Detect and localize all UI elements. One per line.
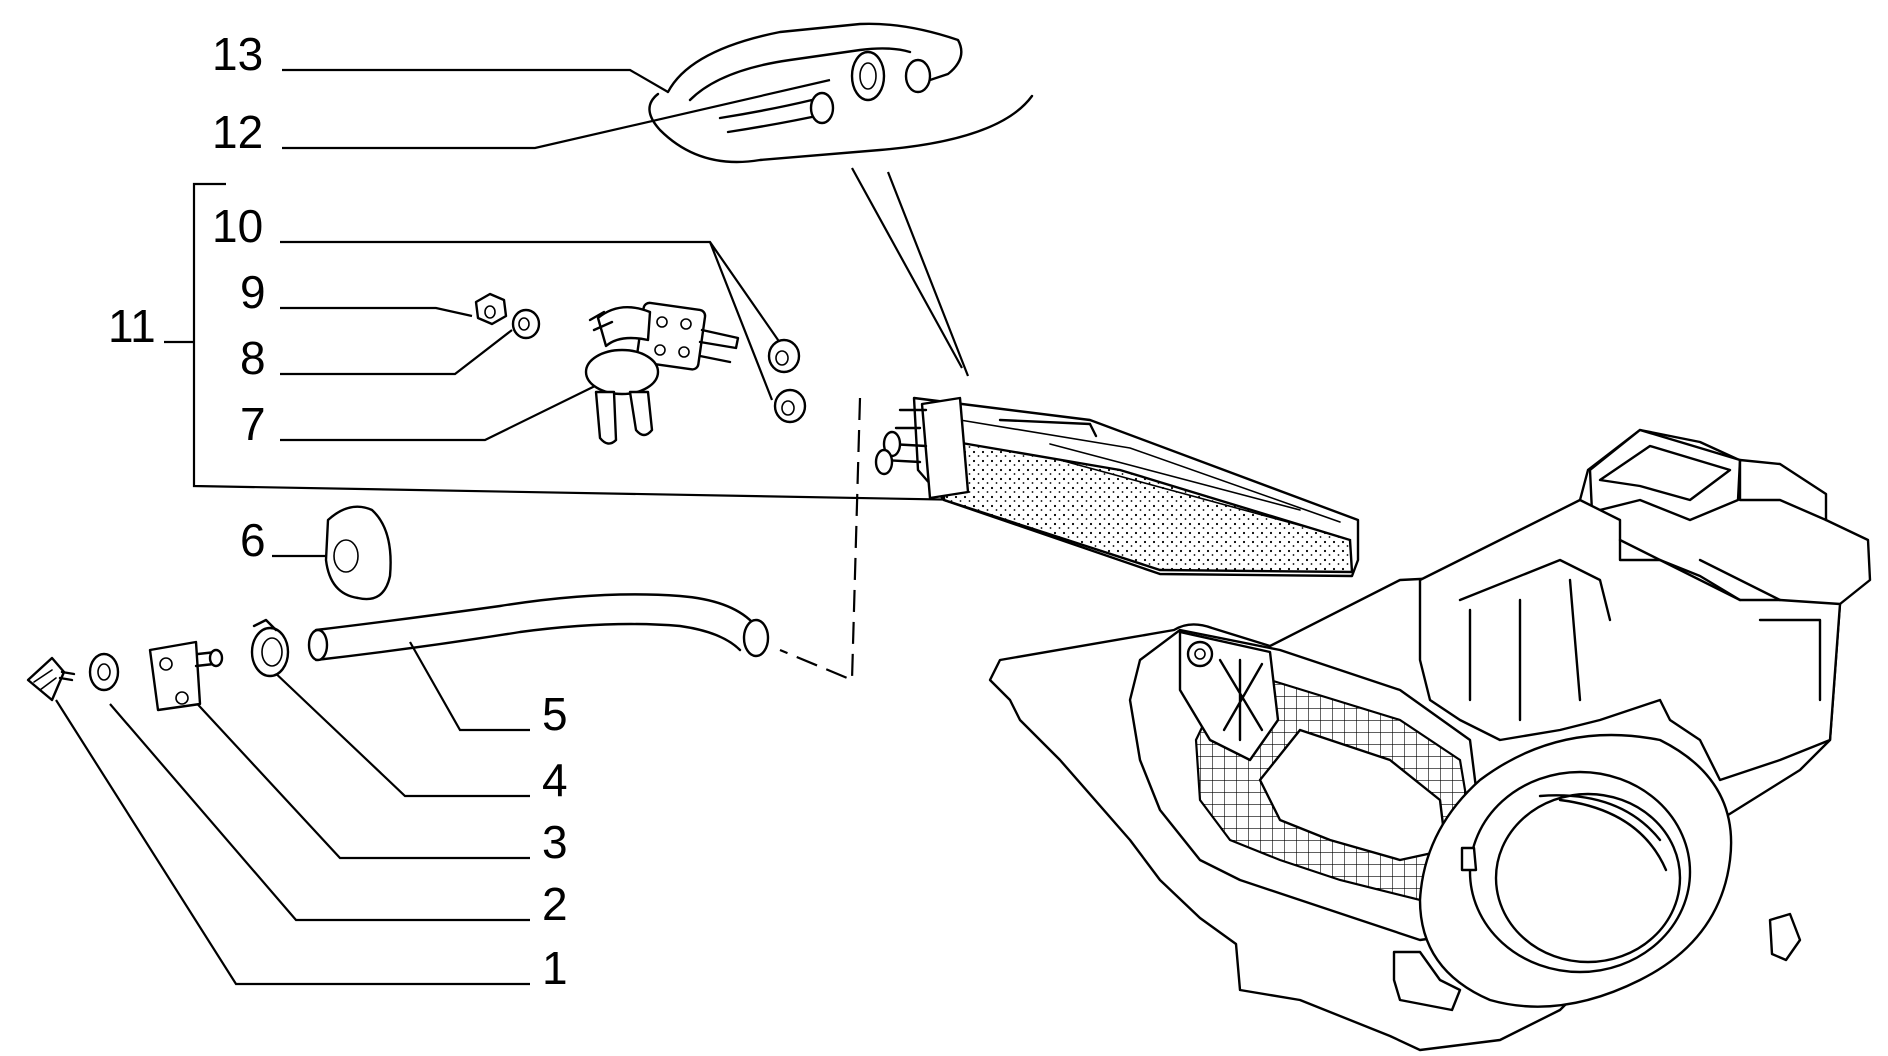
grommet-10-upper bbox=[767, 338, 801, 374]
assembly-line bbox=[779, 397, 862, 682]
heater-housing bbox=[988, 428, 1872, 1052]
inset-detail bbox=[648, 22, 1034, 164]
leader-lines bbox=[55, 68, 971, 986]
callout-5: 5 bbox=[542, 688, 568, 740]
bracket-3 bbox=[148, 640, 224, 712]
callout-4: 4 bbox=[542, 754, 568, 806]
leader-12 bbox=[282, 78, 831, 150]
leader-2 bbox=[109, 703, 530, 922]
leader-9 bbox=[280, 306, 473, 318]
callout-2: 2 bbox=[542, 878, 568, 930]
leader-7 bbox=[280, 385, 596, 442]
callout-1: 1 bbox=[542, 942, 568, 994]
callout-11: 11 bbox=[108, 300, 156, 352]
hose-end-12-cap bbox=[809, 91, 835, 125]
callout-9: 9 bbox=[240, 266, 266, 318]
heater-core bbox=[874, 396, 1360, 578]
callout-7: 7 bbox=[240, 398, 266, 450]
grommet-6 bbox=[324, 505, 392, 601]
hose-5 bbox=[307, 593, 770, 662]
grommet-8 bbox=[511, 308, 541, 340]
leader-10 bbox=[280, 240, 786, 401]
leader-1 bbox=[55, 699, 530, 986]
inset-pointer bbox=[851, 167, 970, 377]
leader-8 bbox=[280, 329, 513, 376]
hose-end-13-cap bbox=[904, 58, 932, 94]
callout-8: 8 bbox=[240, 332, 266, 384]
callout-6: 6 bbox=[240, 514, 266, 566]
clamp-4 bbox=[250, 618, 290, 678]
clip-1 bbox=[26, 656, 76, 702]
washer-2 bbox=[88, 652, 120, 692]
valve-7 bbox=[584, 301, 740, 445]
inset-clamp bbox=[850, 50, 886, 102]
callout-3: 3 bbox=[542, 816, 568, 868]
inset-outline bbox=[648, 92, 1034, 164]
grommet-10-lower bbox=[773, 388, 807, 424]
bracket-11 bbox=[164, 182, 971, 502]
callout-12: 12 bbox=[212, 106, 263, 158]
leader-5 bbox=[409, 641, 530, 732]
callout-13: 13 bbox=[212, 28, 263, 80]
callout-10: 10 bbox=[212, 200, 263, 252]
grommet-9 bbox=[474, 292, 508, 326]
leader-3 bbox=[189, 695, 530, 860]
leader-4 bbox=[269, 667, 530, 798]
leader-13 bbox=[282, 68, 669, 93]
hose-loop-13 bbox=[666, 22, 963, 102]
